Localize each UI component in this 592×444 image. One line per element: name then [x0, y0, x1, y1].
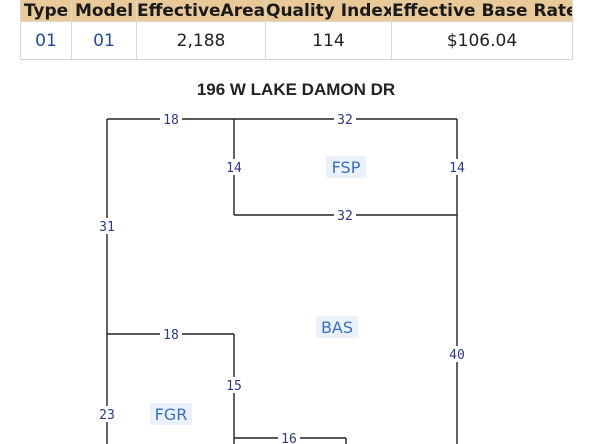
svg-text:32: 32: [337, 113, 353, 128]
dimension-top-right: 32: [334, 111, 356, 128]
cell-effective-area: 2,188: [136, 21, 266, 60]
property-characteristics-table-wrap: Type Model EffectiveArea Quality Index E…: [20, 0, 573, 60]
dimension-bottom: 16: [278, 430, 300, 444]
cell-model-link[interactable]: 01: [71, 21, 137, 60]
svg-text:18: 18: [163, 328, 179, 343]
dimension-fsp-left: 14: [223, 159, 245, 176]
area-label-fgr: FGR: [150, 403, 192, 425]
svg-text:31: 31: [99, 220, 115, 235]
dimension-fsp-bottom: 32: [334, 207, 356, 224]
svg-text:18: 18: [163, 113, 179, 128]
dimension-left-lower: 23: [96, 406, 118, 423]
column-header-type: Type: [20, 0, 72, 22]
svg-text:14: 14: [449, 161, 465, 176]
table-row: 01 01 2,188 114 $106.04: [20, 21, 573, 60]
property-characteristics-table: Type Model EffectiveArea Quality Index E…: [20, 0, 573, 60]
cell-effective-base-rate: $106.04: [391, 21, 573, 60]
dimension-right: 40: [446, 346, 468, 363]
area-label-fsp: FSP: [326, 156, 366, 178]
svg-text:FGR: FGR: [155, 405, 188, 424]
svg-text:FSP: FSP: [332, 158, 361, 177]
svg-text:40: 40: [449, 348, 465, 363]
svg-text:15: 15: [226, 379, 242, 394]
svg-text:14: 14: [226, 161, 242, 176]
cell-quality-index: 114: [265, 21, 392, 60]
svg-text:32: 32: [337, 209, 353, 224]
sketch-title: 196 W LAKE DAMON DR: [196, 80, 396, 99]
svg-text:23: 23: [99, 408, 115, 423]
dimension-left-upper: 31: [96, 218, 118, 235]
area-label-bas: BAS: [316, 316, 358, 338]
table-header-row: Type Model EffectiveArea Quality Index E…: [20, 0, 573, 22]
column-header-model: Model: [71, 0, 137, 22]
dimension-top-left: 18: [160, 111, 182, 128]
dimension-fgr-top: 18: [160, 326, 182, 343]
dimension-fgr-right: 15: [223, 377, 245, 394]
svg-text:BAS: BAS: [321, 318, 353, 337]
dimension-fsp-right: 14: [446, 159, 468, 176]
svg-text:16: 16: [281, 432, 297, 444]
